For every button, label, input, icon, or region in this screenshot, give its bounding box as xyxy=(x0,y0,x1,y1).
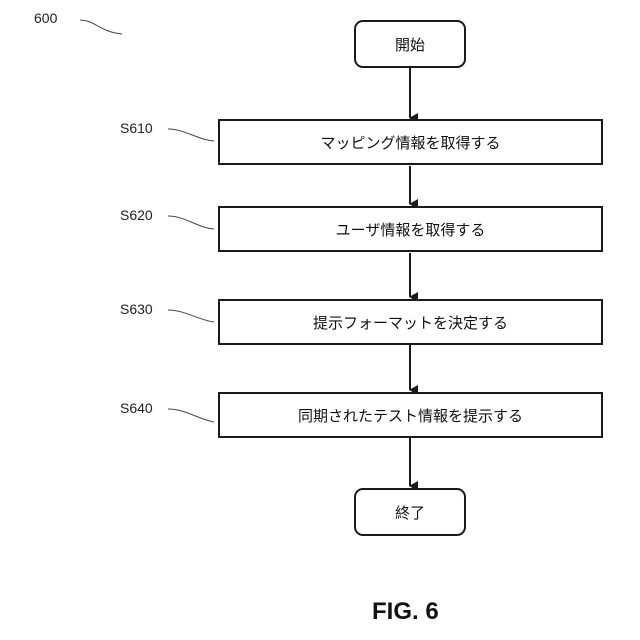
figure-caption: FIG. 6 xyxy=(372,598,439,626)
end-node-label: 終了 xyxy=(395,502,425,523)
s630-leader xyxy=(168,310,214,322)
step-s640-label: 同期されたテスト情報を提示する xyxy=(298,405,523,426)
step-s610-label: マッピング情報を取得する xyxy=(320,132,500,153)
start-node: 開始 xyxy=(354,20,466,68)
step-s620-box: ユーザ情報を取得する xyxy=(218,206,603,252)
end-node: 終了 xyxy=(354,488,466,536)
step-s610-box: マッピング情報を取得する xyxy=(218,119,603,165)
s640-leader xyxy=(168,409,214,422)
ref-600-leader xyxy=(80,20,122,34)
step-s630-box: 提示フォーマットを決定する xyxy=(218,299,603,345)
diagram-ref-number: 600 xyxy=(34,10,57,26)
step-s640-box: 同期されたテスト情報を提示する xyxy=(218,392,603,438)
step-s620-label: ユーザ情報を取得する xyxy=(336,219,486,240)
step-s630-label: 提示フォーマットを決定する xyxy=(313,312,508,333)
s620-leader xyxy=(168,216,214,229)
step-s640-id: S640 xyxy=(120,400,153,416)
step-s620-id: S620 xyxy=(120,207,153,223)
s610-leader xyxy=(168,129,214,141)
step-s610-id: S610 xyxy=(120,120,153,136)
start-node-label: 開始 xyxy=(395,34,425,55)
step-s630-id: S630 xyxy=(120,301,153,317)
